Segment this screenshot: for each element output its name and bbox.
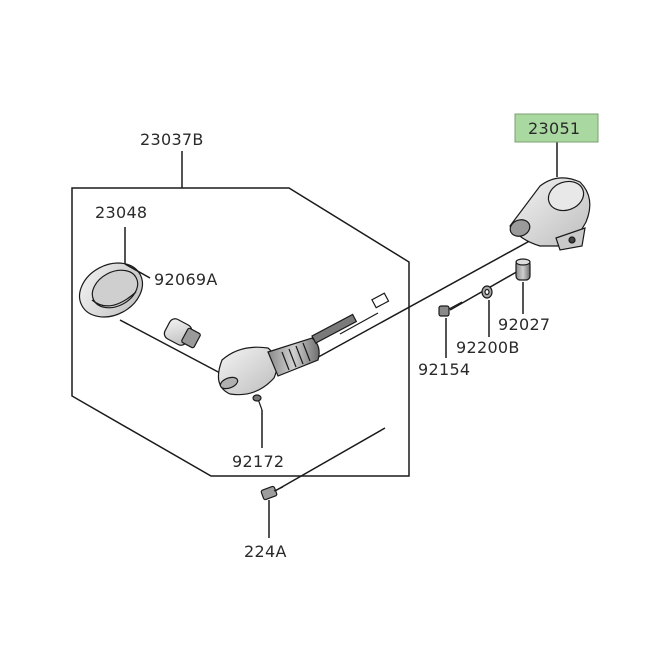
bulb-part [163,318,201,349]
label-washer[interactable]: 92200B [456,338,520,357]
bolt-bracket-part [438,301,463,317]
label-bracket[interactable]: 23051 [528,119,580,138]
label-screw-lens[interactable]: 92172 [232,452,284,471]
highlight-box [514,113,599,143]
collar-part [515,258,531,281]
label-lens[interactable]: 23048 [95,203,147,222]
lens-leader-2 [124,263,151,279]
axis-line-bolt [267,427,386,496]
lens-part [78,262,144,318]
housing-part [217,292,390,396]
axis-line-lens [119,319,223,375]
label-assembly[interactable]: 23037B [140,130,204,149]
label-bolt-bracket[interactable]: 92154 [418,360,470,379]
label-bolt[interactable]: 224A [244,542,287,561]
assembly-frame [71,187,410,477]
washer-part [481,285,493,299]
bolt-part [260,485,284,501]
screw-lens-part [252,394,263,411]
label-bulb[interactable]: 92069A [154,270,218,289]
axis-line-main [301,237,536,367]
label-collar[interactable]: 92027 [498,315,550,334]
bracket-part [509,177,591,251]
